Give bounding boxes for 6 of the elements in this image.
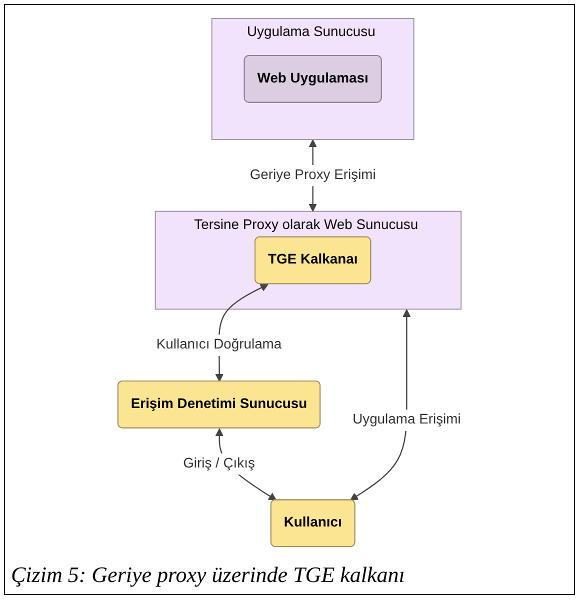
edge-label: Giriş / Çıkış xyxy=(183,455,255,471)
figure-caption: Çizim 5: Geriye proxy üzerinde TGE kalkanı xyxy=(10,561,406,589)
edge-label: Uygulama Erişimi xyxy=(352,411,461,428)
edge-label: Kullanıcı Doğrulama xyxy=(156,336,282,352)
edge-label: Geriye Proxy Erişimi xyxy=(250,166,376,183)
arrow xyxy=(350,309,411,501)
